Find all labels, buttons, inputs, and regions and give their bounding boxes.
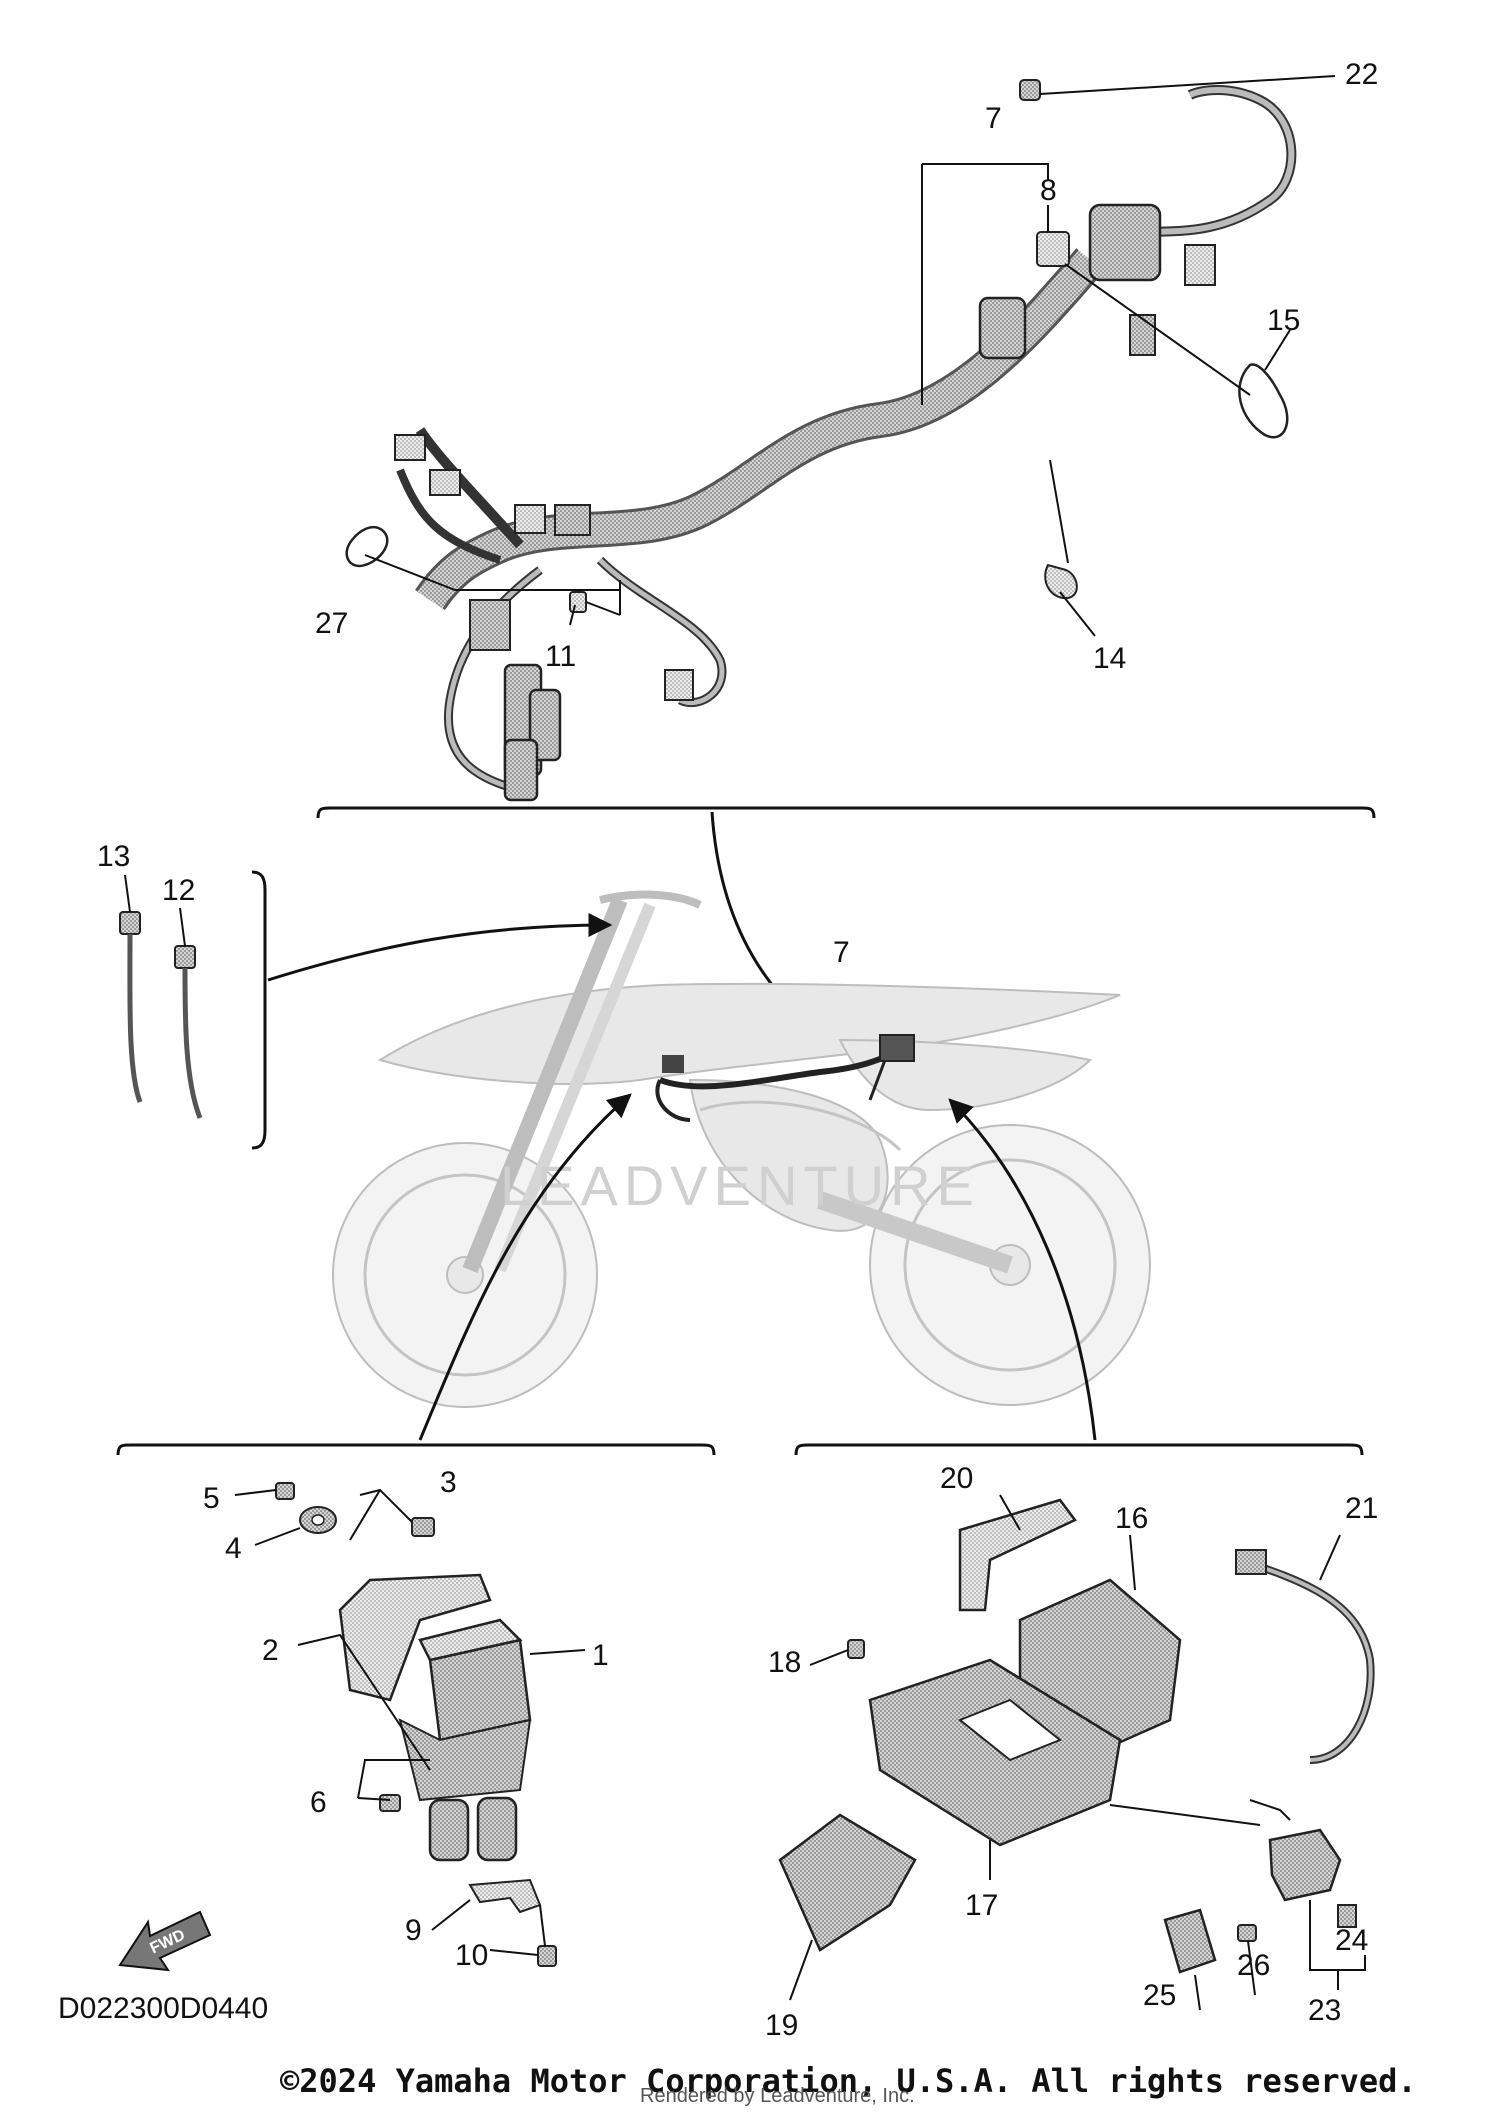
callout-1: 1 — [592, 1639, 609, 1672]
callout-4: 4 — [225, 1532, 242, 1565]
callout-12: 12 — [162, 874, 195, 907]
callout-9: 9 — [405, 1914, 422, 1947]
part-21-lead — [1235, 1549, 1375, 1764]
motorcycle-silhouette: LEADVENTURE — [332, 890, 1151, 1408]
part-12-cable-tie — [174, 945, 203, 1119]
part-8-connector — [1036, 231, 1070, 267]
part-13-cable-tie — [119, 911, 143, 1103]
callout-7-top: 7 — [985, 102, 1002, 135]
callout-8: 8 — [1040, 174, 1057, 207]
copyright-notice: ©2024 Yamaha Motor Corporation, U.S.A. A… — [280, 2062, 1417, 2100]
callout-27: 27 — [315, 607, 348, 640]
leader-lines-ties — [124, 874, 186, 947]
callout-15: 15 — [1267, 304, 1300, 337]
part-19-pad — [778, 1813, 917, 1952]
callout-3: 3 — [440, 1466, 457, 1499]
fwd-arrow-badge: FWD — [118, 1910, 212, 1972]
part-17-holder — [868, 1658, 1122, 1847]
part-23-relay — [1268, 1828, 1342, 1902]
wire-harness — [394, 85, 1297, 802]
section-bracket-right — [794, 1443, 1364, 1456]
part-5-nut — [275, 1482, 295, 1500]
callout-16: 16 — [1115, 1502, 1148, 1535]
callout-5: 5 — [203, 1482, 220, 1515]
part-27-band — [345, 525, 389, 568]
callout-11: 11 — [545, 640, 576, 673]
callout-2: 2 — [262, 1634, 279, 1667]
part-4-collar — [299, 1506, 337, 1534]
callout-26: 26 — [1237, 1949, 1270, 1982]
callout-24: 24 — [1335, 1924, 1368, 1957]
part-22-clamp — [1019, 79, 1041, 101]
callout-labels: 1 2 3 4 5 6 7 7 8 9 10 11 12 13 14 15 16… — [97, 58, 1378, 2042]
part-3-bolt — [411, 1517, 435, 1537]
arrow-regulator-to-bike — [418, 1093, 632, 1441]
part-15-band — [1238, 363, 1289, 439]
part-20-bracket — [958, 1498, 1077, 1612]
part-26-nut — [1237, 1924, 1257, 1942]
part-24-fuse — [1337, 1904, 1357, 1928]
callout-7-bike: 7 — [833, 936, 850, 969]
callout-13: 13 — [97, 840, 130, 873]
callout-23: 23 — [1308, 1994, 1341, 2027]
callout-20: 20 — [940, 1462, 973, 1495]
watermark-text: LEADVENTURE — [500, 1154, 980, 1217]
arrow-ecu-to-bike — [948, 1098, 1097, 1441]
harness-on-bike — [655, 1034, 915, 1122]
section-bracket-top — [316, 806, 1376, 819]
diagram-code: D022300D0440 — [58, 1992, 268, 2025]
callout-10: 10 — [455, 1939, 488, 1972]
callout-22: 22 — [1345, 58, 1378, 91]
part-2-bracket — [338, 1573, 492, 1702]
callout-18: 18 — [768, 1646, 801, 1679]
part-11-clip — [569, 591, 587, 613]
arrow-ties-to-bike — [267, 913, 613, 982]
part-6-bolt — [379, 1794, 401, 1812]
callout-21: 21 — [1345, 1492, 1378, 1525]
part-1-rectifier-regulator — [398, 1618, 532, 1862]
part-25-bracket — [1163, 1908, 1217, 1974]
callout-17: 17 — [965, 1889, 998, 1922]
part-18-bolt — [847, 1639, 865, 1659]
callout-14: 14 — [1093, 642, 1126, 675]
rendered-by-overlay: Rendered by Leadventure, Inc. — [640, 2085, 915, 2107]
leader-lines-left — [234, 1488, 586, 1956]
leader-lines-right — [789, 1494, 1366, 2011]
part-10-bolt — [537, 1945, 557, 1967]
part-9-bracket — [468, 1878, 542, 1914]
callout-19: 19 — [765, 2009, 798, 2042]
leader-lines-top — [364, 75, 1336, 637]
section-bracket-ties — [251, 870, 267, 1150]
section-bracket-left — [116, 1443, 716, 1456]
part-14-clamp — [1044, 563, 1078, 600]
callout-25: 25 — [1143, 1979, 1176, 2012]
callout-6: 6 — [310, 1786, 327, 1819]
